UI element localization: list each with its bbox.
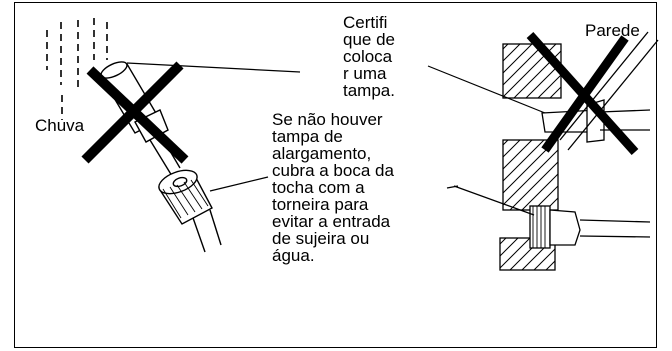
wall-label: Parede bbox=[585, 21, 640, 40]
prohibited-x-left bbox=[81, 61, 189, 164]
no-cap-instruction-note: Se não houver tampa de alargamento, cubr… bbox=[272, 110, 394, 265]
correct-pipe bbox=[529, 205, 651, 249]
prohibited-x-right bbox=[526, 31, 639, 156]
diagram-frame bbox=[14, 2, 657, 348]
rain-lines bbox=[46, 18, 108, 120]
capped-pipe bbox=[158, 169, 222, 253]
wall-sections bbox=[499, 43, 562, 271]
cap-instruction-note: Certifi que de coloca r uma tampa. bbox=[343, 13, 395, 100]
rain-label: Chuva bbox=[35, 116, 85, 135]
